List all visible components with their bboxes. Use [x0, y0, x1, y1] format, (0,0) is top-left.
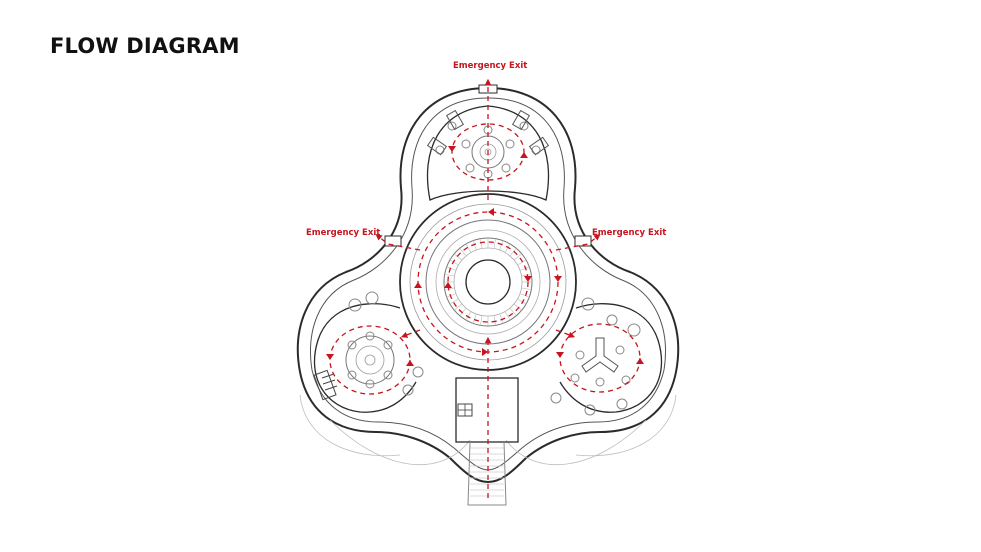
stair-tread [499, 240, 504, 251]
stair-tread [446, 293, 457, 298]
stair-tread [517, 259, 527, 266]
stair-tread [480, 238, 483, 249]
stair-tread [480, 315, 483, 326]
stair-tread [513, 253, 522, 261]
flow-to-left [400, 329, 421, 338]
stair-tread [504, 311, 511, 321]
left-room-seats [347, 291, 424, 396]
stair-tread [519, 293, 530, 298]
stair-tread [449, 259, 459, 266]
stair-tread [517, 298, 527, 305]
central-core [465, 259, 511, 305]
page-title: FLOW DIAGRAM [50, 34, 240, 58]
emergency-exit-label-top: Emergency Exit [453, 61, 528, 71]
flow-loop-center-inner [447, 241, 529, 323]
stair-tread [449, 298, 459, 305]
stair-tread [454, 303, 463, 311]
stair-tread [513, 303, 522, 311]
emergency-exit-label-left: Emergency Exit [306, 228, 381, 238]
stair-tread [444, 287, 455, 290]
stair-tread [504, 243, 511, 253]
left-table [345, 335, 395, 385]
stair-treads [444, 238, 532, 326]
right-room-seats [550, 297, 641, 416]
stair-tread [499, 313, 504, 324]
stair-tread [472, 313, 477, 324]
stair-tread [446, 266, 457, 271]
stair-tread [465, 243, 472, 253]
flow-to-right [555, 329, 576, 338]
outer-wall [296, 86, 680, 484]
flow-exit-right [555, 233, 601, 251]
top-room-benches [426, 109, 550, 156]
stair-tread [509, 307, 517, 316]
stair-tread [444, 274, 455, 277]
stair-tread [459, 307, 467, 316]
ramp-lines [470, 447, 504, 497]
stair-tread [519, 266, 530, 271]
stair-tread [493, 238, 496, 249]
stair-tread [521, 274, 532, 277]
stair-tread [493, 315, 496, 326]
flow-loop-right [559, 323, 641, 393]
stair-tread [459, 248, 467, 257]
stair-tread [454, 253, 463, 261]
flow-loop-center-outer [417, 211, 559, 353]
stair-tread [521, 287, 532, 290]
stair-tread [509, 248, 517, 257]
left-room [313, 303, 417, 413]
right-table [581, 337, 619, 373]
plaza-lines [299, 394, 677, 466]
right-room [559, 303, 663, 413]
flow-arrowheads [326, 146, 644, 366]
emergency-exit-label-right: Emergency Exit [592, 228, 667, 238]
stair-tread [465, 311, 472, 321]
entrance-corridor [455, 377, 519, 506]
stair-tread [472, 240, 477, 251]
flow-exit-left [375, 233, 421, 251]
left-room-bench [313, 369, 338, 401]
